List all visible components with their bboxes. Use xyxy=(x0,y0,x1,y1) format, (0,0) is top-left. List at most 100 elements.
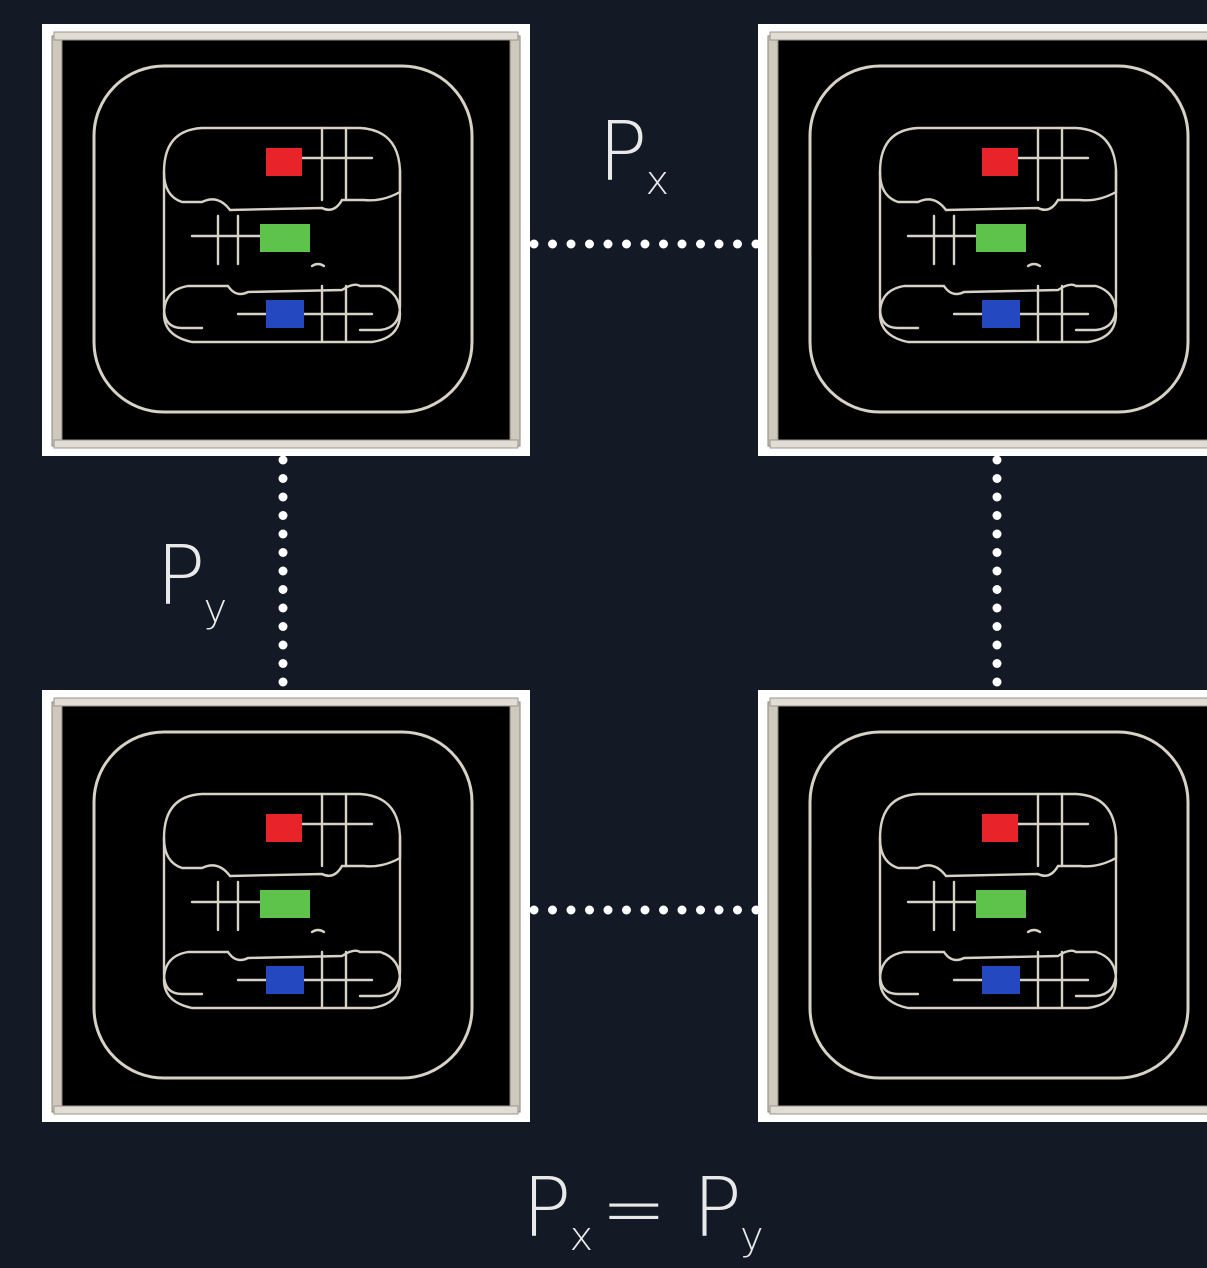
pixel-top-left xyxy=(42,24,530,456)
pixel-bottom-left xyxy=(42,690,530,1122)
pitch-x-dots-bottom-dot xyxy=(714,905,724,915)
circuit-bottom-tap xyxy=(236,950,374,1010)
pixel-top-right xyxy=(758,24,1207,456)
pitch-x-dots-bottom-dot xyxy=(529,905,539,915)
pitch-x-dots-bottom-dot xyxy=(733,905,742,915)
subpixel-circuit xyxy=(162,126,402,344)
pitch-y-dots-left-dot xyxy=(278,511,288,520)
frame-bevel-top xyxy=(53,697,519,707)
circuit-mid-tap xyxy=(906,880,980,932)
frame-bevel-bottom xyxy=(769,1105,1207,1115)
pitch-x-dots-bottom xyxy=(529,905,761,915)
circuit-notch xyxy=(310,928,326,934)
pitch-y-dots-left-dot xyxy=(278,566,288,576)
pitch-x-dots-bottom-dot xyxy=(659,905,668,915)
subpixel-green xyxy=(976,890,1026,918)
pitch-y-dots-right-dot xyxy=(992,677,1002,687)
pitch-x-subscript: x xyxy=(645,158,670,204)
pitch-x-dots-top-dot xyxy=(733,239,742,249)
pitch-y-dots-right-dot xyxy=(992,622,1002,631)
pitch-equation: Px=Py xyxy=(522,1168,764,1258)
subpixel-green xyxy=(260,890,310,918)
subpixel-red xyxy=(982,814,1018,842)
pixel-outline xyxy=(808,730,1190,1080)
frame-bevel-left xyxy=(51,701,63,1113)
pitch-y-label: Py xyxy=(156,536,227,630)
pitch-x-dots-top-dot xyxy=(566,239,576,249)
pixel-grid xyxy=(42,24,1207,1122)
equation-operator: = xyxy=(601,1165,667,1255)
circuit-notch xyxy=(1026,262,1042,268)
subpixel-blue xyxy=(982,300,1020,328)
pitch-x-dots-top-dot xyxy=(659,239,668,249)
circuit-bottom-tap xyxy=(952,950,1090,1010)
pitch-y-dots-right-dot xyxy=(992,529,1002,539)
circuit-mid-tap xyxy=(190,880,264,932)
pitch-y-dots-left-dot xyxy=(278,492,288,502)
equation-right-symbol: P xyxy=(692,1161,741,1256)
circuit-bottom-lobe xyxy=(878,949,1118,1010)
subpixel-blue xyxy=(982,966,1020,994)
pitch-y-dots-left-dot xyxy=(278,659,288,668)
pixel-outline xyxy=(92,64,474,414)
circuit-bottom-lobe xyxy=(878,283,1118,344)
pitch-y-dots-right-dot xyxy=(992,659,1002,668)
pitch-x-dots-top-dot xyxy=(677,239,687,249)
pitch-y-dots-right-dot xyxy=(992,548,1002,557)
frame-bevel-left xyxy=(51,35,63,447)
pitch-y-dots-left-dot xyxy=(278,677,288,687)
frame-bevel-right xyxy=(509,35,521,447)
pitch-x-dots-bottom-dot xyxy=(603,905,613,915)
equation-left-symbol: P xyxy=(522,1161,571,1256)
circuit-top-tap xyxy=(290,792,374,868)
pitch-x-dots-bottom-dot xyxy=(548,905,557,915)
circuit-top-lobe xyxy=(162,792,402,878)
circuit-bottom-lobe xyxy=(162,949,402,1010)
pitch-y-dots-left xyxy=(278,455,288,687)
subpixel-green xyxy=(976,224,1026,252)
pitch-x-dots-top-dot xyxy=(585,239,594,249)
pitch-y-symbol: P xyxy=(156,529,205,624)
pitch-y-dots-left-dot xyxy=(278,548,288,557)
frame-bevel-top xyxy=(53,31,519,41)
pitch-x-dots-bottom-dot xyxy=(585,905,594,915)
frame-bevel-top xyxy=(769,697,1207,707)
frame-bevel-top xyxy=(769,31,1207,41)
pitch-y-dots-right-dot xyxy=(992,603,1002,613)
pitch-x-dots-bottom-dot xyxy=(566,905,576,915)
circuit-notch xyxy=(310,262,326,268)
subpixel-blue xyxy=(266,300,304,328)
pixel-bottom-right xyxy=(758,690,1207,1122)
pitch-x-dots-top-dot xyxy=(548,239,557,249)
circuit-bottom-tap xyxy=(236,284,374,344)
circuit-top-tap xyxy=(290,126,374,202)
pitch-x-dots-top-dot xyxy=(622,239,631,249)
pitch-x-dots-bottom-dot xyxy=(696,905,705,915)
circuit-top-lobe xyxy=(878,792,1118,878)
frame-bevel-left xyxy=(767,35,779,447)
subpixel-circuit xyxy=(162,792,402,1010)
pitch-y-dots-left-dot xyxy=(278,622,288,631)
pitch-x-dots-top-dot xyxy=(714,239,724,249)
pitch-x-dots-top-dot xyxy=(640,239,650,249)
pitch-x-dots-top-dot xyxy=(603,239,613,249)
pitch-y-subscript: y xyxy=(203,586,228,632)
frame-bevel-bottom xyxy=(53,439,519,449)
circuit-top-lobe xyxy=(162,126,402,212)
frame-bevel-left xyxy=(767,701,779,1113)
circuit-notch xyxy=(1026,928,1042,934)
frame-bevel-bottom xyxy=(769,439,1207,449)
circuit-top-tap xyxy=(1006,126,1090,202)
circuit-top-tap xyxy=(1006,792,1090,868)
subpixel-red xyxy=(982,148,1018,176)
pitch-x-dots-bottom-dot xyxy=(640,905,650,915)
pitch-y-dots-left-dot xyxy=(278,603,288,613)
pixel-outline xyxy=(92,730,474,1080)
equation-left-subscript: x xyxy=(569,1214,594,1260)
pitch-x-dots-top-dot xyxy=(529,239,539,249)
pitch-y-dots-right-dot xyxy=(992,511,1002,520)
subpixel-red xyxy=(266,814,302,842)
equation-right-subscript: y xyxy=(739,1214,764,1260)
pitch-dotted-lines xyxy=(278,239,1002,915)
